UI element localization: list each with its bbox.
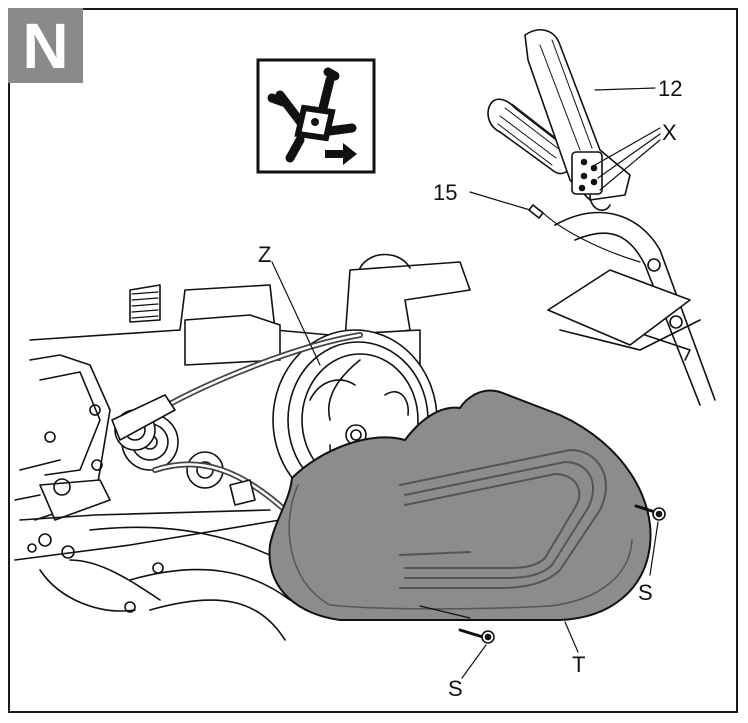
tiller-tines-rotation-icon — [256, 58, 376, 174]
screw-bottom — [458, 628, 495, 644]
screw-right — [634, 504, 666, 521]
callout-12: 12 — [658, 76, 682, 101]
section-badge: N — [8, 8, 83, 83]
callout-z: Z — [258, 242, 271, 267]
leader-lines — [271, 87, 661, 679]
callout-x: X — [662, 120, 677, 145]
callout-15: 15 — [433, 180, 457, 205]
handlebar-lever-drawing — [487, 29, 716, 406]
callout-s-right: S — [638, 580, 653, 605]
callout-t: T — [572, 652, 585, 677]
belt-cover — [268, 389, 652, 621]
drive-belt — [111, 332, 363, 513]
callout-s-bottom: S — [448, 676, 463, 701]
